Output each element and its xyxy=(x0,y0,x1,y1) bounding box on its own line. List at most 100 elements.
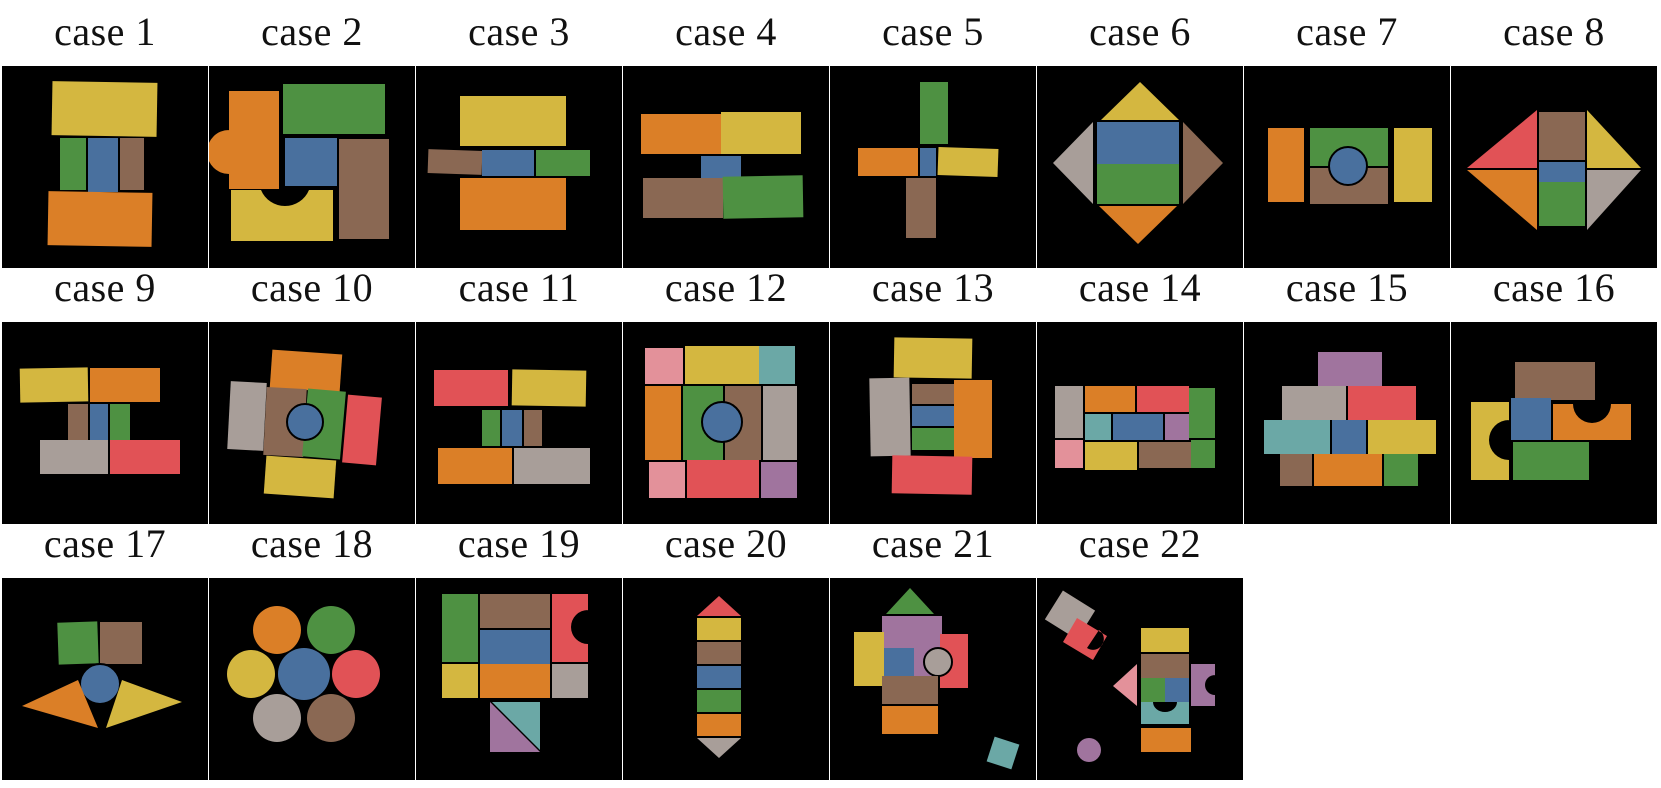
case-label: case 8 xyxy=(1503,9,1605,54)
block-triangle xyxy=(1467,110,1537,168)
block-rect xyxy=(1141,628,1189,652)
block-rect xyxy=(1085,442,1137,470)
case-17-figure xyxy=(22,621,182,728)
block-rect xyxy=(60,138,86,190)
block-rect xyxy=(1085,414,1111,440)
block-arch xyxy=(1063,618,1107,660)
case-label: case 17 xyxy=(43,521,167,566)
block-rect xyxy=(643,178,723,218)
block-circle xyxy=(253,606,301,654)
block-rect xyxy=(1282,386,1346,420)
case-10-figure xyxy=(227,349,382,499)
block-circle xyxy=(923,647,953,677)
case-label: case 14 xyxy=(1078,265,1202,310)
block-rect xyxy=(460,96,566,146)
case-panel xyxy=(416,578,622,780)
block-rect xyxy=(514,448,590,484)
block-rect xyxy=(1513,442,1589,480)
block-rect xyxy=(100,622,142,664)
case-cell: case 4 xyxy=(623,0,829,268)
block-rect xyxy=(482,410,500,446)
block-rect xyxy=(906,178,936,238)
block-circle xyxy=(253,694,301,742)
case-cell: case 14 xyxy=(1037,256,1243,524)
block-rect xyxy=(869,377,911,457)
block-rect xyxy=(480,664,550,698)
case-panel xyxy=(416,66,622,268)
block-circle xyxy=(307,606,355,654)
block-rect xyxy=(1113,414,1163,440)
block-rect xyxy=(986,736,1020,770)
block-triangle xyxy=(22,680,98,728)
case-cell: case 5 xyxy=(830,0,1036,268)
case-cell: case 12 xyxy=(623,256,829,524)
block-rect xyxy=(1539,182,1585,226)
case-label: case 13 xyxy=(871,265,995,310)
block-rect xyxy=(285,138,337,186)
block-rect xyxy=(1332,420,1366,454)
block-triangle xyxy=(106,680,182,728)
case-22-figure xyxy=(1044,590,1215,762)
case-19-figure xyxy=(442,594,588,752)
block-rect xyxy=(1191,440,1215,468)
block-rect xyxy=(937,146,999,178)
block-arch xyxy=(209,91,279,189)
block-rect xyxy=(339,139,389,239)
case-label: case 20 xyxy=(664,521,788,566)
block-rect xyxy=(893,337,973,379)
case-18-figure xyxy=(227,606,380,742)
case-14-figure xyxy=(1055,386,1215,470)
block-rect xyxy=(1189,388,1215,438)
case-label: case 15 xyxy=(1285,265,1409,310)
case-panel xyxy=(830,66,1036,268)
block-triangle xyxy=(1113,664,1137,706)
case-3-figure xyxy=(427,96,590,230)
block-rect xyxy=(1264,420,1330,454)
block-triangle xyxy=(1099,206,1177,244)
block-rect xyxy=(342,394,382,466)
case-1-figure xyxy=(47,81,158,247)
case-cell: case 2 xyxy=(209,0,415,268)
case-label: case 12 xyxy=(664,265,788,310)
case-12-figure xyxy=(645,346,797,498)
case-cell: case 7 xyxy=(1244,0,1450,268)
case-panel xyxy=(1451,66,1657,268)
block-rect xyxy=(891,455,973,495)
case-15-figure xyxy=(1264,352,1436,486)
block-triangle xyxy=(1467,170,1537,230)
case-panel xyxy=(209,66,415,268)
case-5-figure xyxy=(858,82,999,238)
case-cell: case 20 xyxy=(623,512,829,780)
block-circle xyxy=(286,403,324,441)
case-cell: case 17 xyxy=(2,512,208,780)
block-circle xyxy=(278,648,330,700)
block-rect xyxy=(697,714,741,736)
case-cell: case 10 xyxy=(209,256,415,524)
case-panel xyxy=(2,322,208,524)
block-rect xyxy=(438,448,512,484)
case-panel xyxy=(416,322,622,524)
block-arch xyxy=(552,594,588,662)
block-triangle xyxy=(1053,122,1093,204)
block-triangle xyxy=(490,702,540,752)
block-rect xyxy=(912,428,954,450)
block-triangle xyxy=(1183,122,1223,204)
block-rect xyxy=(722,175,804,219)
block-rect xyxy=(40,440,108,474)
case-label: case 5 xyxy=(882,9,984,54)
block-rect xyxy=(442,664,478,698)
case-label: case 19 xyxy=(457,521,581,566)
block-rect xyxy=(912,384,954,404)
block-arch xyxy=(1191,664,1215,706)
block-rect xyxy=(68,404,88,440)
block-rect xyxy=(1384,454,1418,486)
case-cell: case 22 xyxy=(1037,512,1243,780)
case-panel xyxy=(209,578,415,780)
case-label: case 16 xyxy=(1492,265,1616,310)
case-cell: case 18 xyxy=(209,512,415,780)
block-rect xyxy=(641,114,721,154)
block-rect xyxy=(1511,398,1551,440)
block-rect xyxy=(227,381,267,451)
case-cell: case 21 xyxy=(830,512,1036,780)
case-label: case 2 xyxy=(261,9,363,54)
